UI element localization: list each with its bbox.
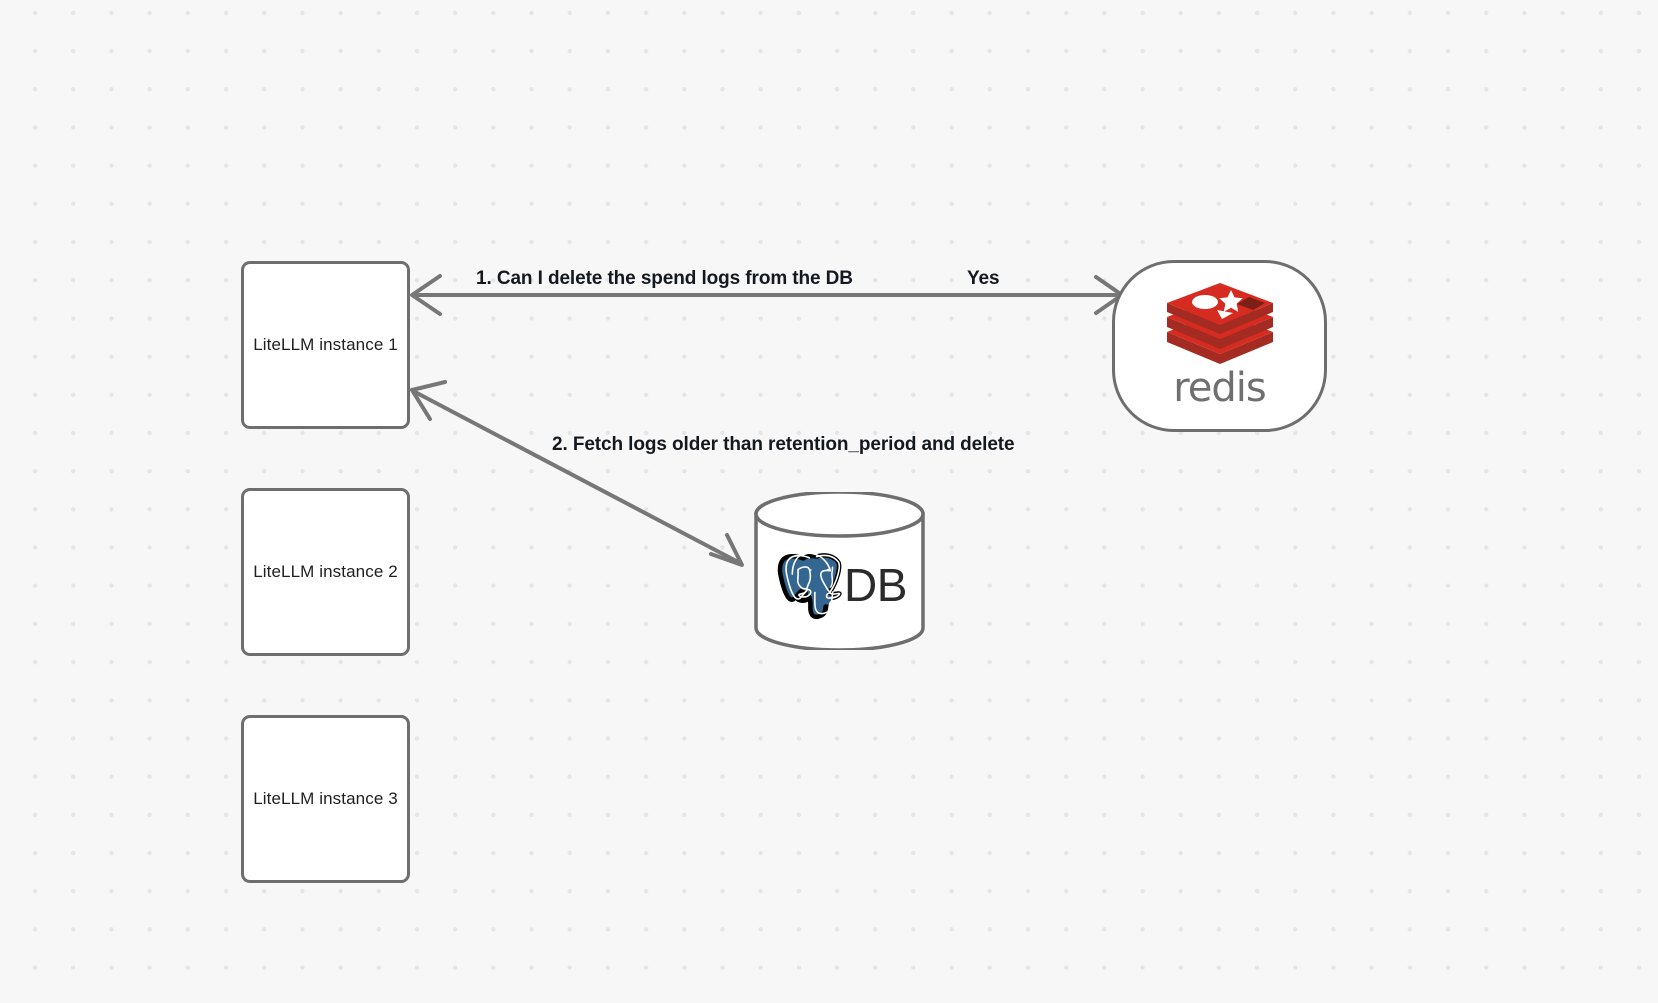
- edge-label-question: 1. Can I delete the spend logs from the …: [476, 268, 853, 289]
- arrowhead-left: [410, 274, 442, 316]
- edge-line: [414, 390, 741, 565]
- edge-label-fetch-delete: 2. Fetch logs older than retention_perio…: [552, 434, 1015, 455]
- arrowhead-upper-left: [410, 380, 447, 421]
- node-redis[interactable]: redis: [1112, 260, 1327, 432]
- node-label: LiteLLM instance 1: [253, 335, 398, 354]
- postgresql-elephant-icon: [777, 552, 842, 620]
- cylinder-shape: [754, 492, 925, 650]
- node-label: LiteLLM instance 2: [253, 562, 398, 581]
- redis-stack-icon: [1166, 283, 1273, 364]
- node-litellm-instance-3[interactable]: LiteLLM instance 3: [241, 715, 410, 883]
- node-litellm-instance-1[interactable]: LiteLLM instance 1: [241, 261, 410, 429]
- node-litellm-instance-2[interactable]: LiteLLM instance 2: [241, 488, 410, 656]
- db-label: DB: [844, 559, 907, 611]
- node-label: LiteLLM instance 3: [253, 789, 398, 808]
- edge-label-answer: Yes: [967, 268, 1000, 289]
- arrowhead-lower-right: [709, 533, 744, 567]
- edge-instance-1-to-db: [410, 380, 744, 567]
- redis-logo: redis: [1161, 280, 1279, 408]
- node-db[interactable]: DB: [752, 492, 927, 650]
- redis-wordmark: redis: [1173, 365, 1267, 411]
